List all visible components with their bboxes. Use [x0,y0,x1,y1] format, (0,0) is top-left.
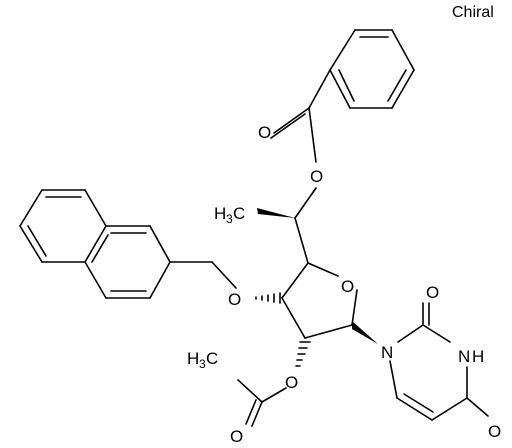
atom-n3: N [458,347,470,366]
atom-o-naphthyl: O [228,290,241,309]
atom-o-acetyl-ester: O [285,373,298,392]
hashed-bond-o-naphthyl [255,292,281,304]
acetate-ester [237,379,287,427]
naphthalene-ring [19,189,171,299]
atom-methyl-h: H [214,204,226,223]
benzoyl-phenyl-ring [329,29,415,109]
uracil-ring [389,302,489,421]
atom-methyl-c: C [233,204,245,223]
atom-n3-h: H [472,347,484,366]
naphthylmethyl-linker [169,261,237,289]
chiral-label: Chiral [452,4,494,21]
furanose-ring [281,262,358,339]
atom-methyl-sub: 3 [226,212,233,226]
atom-o-acetyl-carbonyl: O [230,427,243,446]
atom-o-ester-bz: O [310,167,323,186]
hashed-bond-o-acetyl [295,341,311,367]
atom-o4: O [488,422,501,441]
atom-n1: N [381,343,393,362]
atom-o2: O [426,283,439,302]
atom-acetyl-methyl-c: C [206,349,218,368]
atom-labels: O O H 3 C O O O O H 3 C N O N H O [187,123,501,446]
methyl-wedge [257,208,309,264]
atom-o-ring: O [341,277,354,296]
anomeric-wedge [352,321,378,344]
atom-acetyl-methyl-sub: 3 [199,357,206,371]
benzoate-ester [270,69,331,219]
atom-o-carbonyl-bz: O [258,123,271,142]
atom-acetyl-methyl-h: H [187,349,199,368]
